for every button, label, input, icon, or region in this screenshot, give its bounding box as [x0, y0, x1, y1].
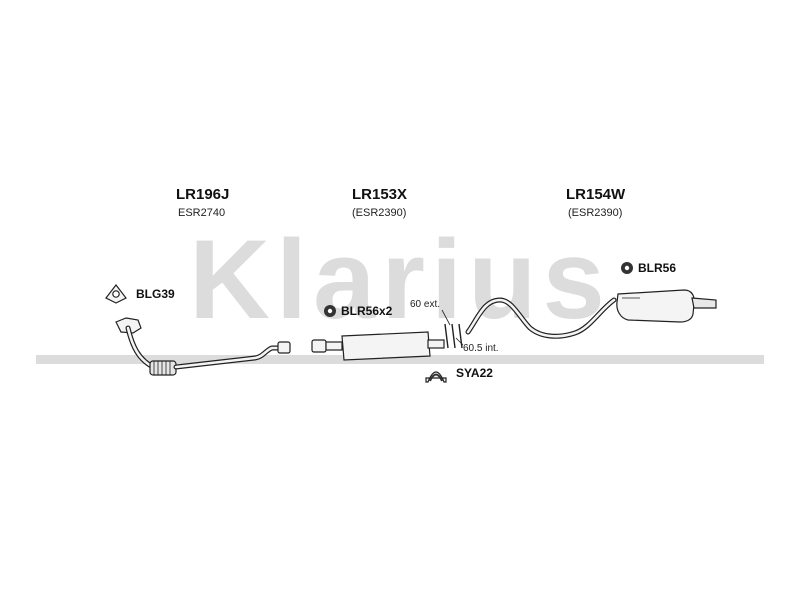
mount-icon-pair [324, 305, 336, 317]
watermark-text: Klarius [189, 217, 611, 342]
gasket-label: BLG39 [136, 287, 175, 301]
watermark-underline [36, 355, 764, 364]
clamp-label: SYA22 [456, 366, 493, 380]
front-pipe-flange [115, 317, 142, 334]
dimension-int-label: 60.5 int. [463, 343, 499, 354]
part-code-rear-silencer: LR154W [566, 186, 626, 203]
oem-code-front-pipe: ESR2740 [178, 207, 226, 219]
rear-silencer-body [616, 289, 695, 323]
centre-inlet-coupling [311, 339, 327, 353]
dimension-ext-label: 60 ext. [410, 299, 441, 310]
centre-silencer [311, 309, 464, 361]
front-pipe-end [277, 341, 291, 354]
gasket-icon [105, 284, 127, 304]
front-pipe-flex-ribs [153, 361, 171, 375]
tail-pipe [691, 297, 717, 309]
oem-code-rear-silencer: (ESR2390) [568, 207, 623, 219]
rear-section [465, 289, 717, 339]
mount-pair-label: BLR56x2 [341, 304, 393, 318]
watermark: Klarius [36, 217, 764, 364]
front-pipe [115, 317, 291, 376]
part-code-centre-silencer: LR153X [352, 186, 408, 203]
part-code-front-pipe: LR196J [176, 186, 230, 203]
clamp-icon [425, 371, 447, 383]
centre-silencer-body [341, 331, 431, 361]
mount-icon-rear [621, 262, 633, 274]
mount-rear-label: BLR56 [638, 261, 677, 275]
oem-code-centre-silencer: (ESR2390) [352, 207, 407, 219]
